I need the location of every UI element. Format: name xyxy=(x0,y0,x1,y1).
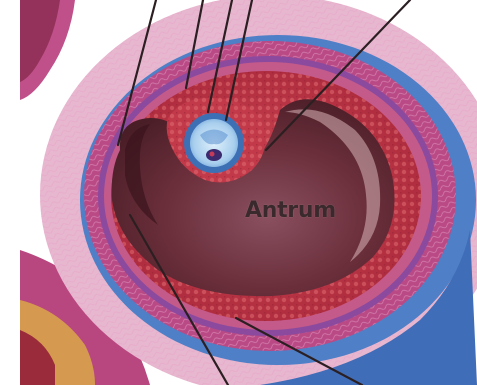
oocyte-nucleolus xyxy=(210,152,215,157)
antrum-label: Antrum xyxy=(245,198,336,223)
